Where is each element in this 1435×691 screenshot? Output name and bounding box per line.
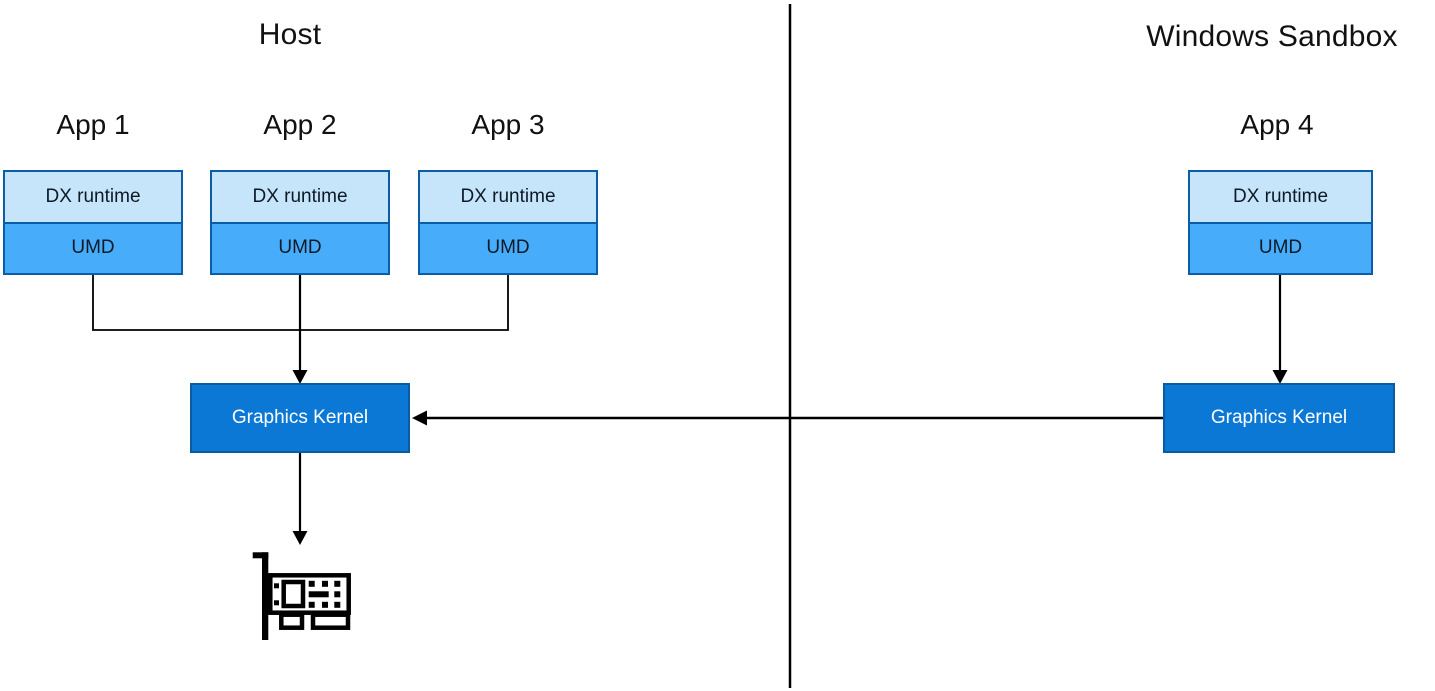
app-1-stack: DX runtime UMD xyxy=(3,170,183,275)
app-2-umd-box: UMD xyxy=(212,221,388,273)
app-3-label: App 3 xyxy=(471,109,545,140)
app-4-dx-runtime-box: DX runtime xyxy=(1190,172,1371,222)
app-4-label: App 4 xyxy=(1240,109,1314,140)
app-4-umd-box: UMD xyxy=(1190,221,1371,273)
app-3-dx-runtime-box: DX runtime xyxy=(420,172,596,222)
app-3-umd-box: UMD xyxy=(420,221,596,273)
arrow-apps-to-kernel-head xyxy=(292,370,308,384)
app-3-stack: DX runtime UMD xyxy=(418,170,598,275)
panel-title-windows-sandbox: Windows Sandbox xyxy=(1146,20,1398,53)
app-1-label: App 1 xyxy=(56,109,130,140)
host-graphics-kernel-box: Graphics Kernel xyxy=(190,383,410,453)
app-4-stack: DX runtime UMD xyxy=(1188,170,1373,275)
panel-title-host: Host xyxy=(258,18,322,51)
gpu-card-icon xyxy=(252,552,351,640)
arrow-kernel-to-gpu-head xyxy=(292,531,308,545)
app-2-dx-runtime-box: DX runtime xyxy=(212,172,388,222)
app-1-dx-runtime-box: DX runtime xyxy=(5,172,181,222)
sandbox-graphics-kernel-box: Graphics Kernel xyxy=(1163,383,1395,453)
arrow-app4-to-kernel-head xyxy=(1272,370,1288,384)
arrow-sandbox-kernel-to-host-kernel-head xyxy=(412,410,427,426)
app-2-stack: DX runtime UMD xyxy=(210,170,390,275)
app-2-label: App 2 xyxy=(263,109,337,140)
app-1-umd-box: UMD xyxy=(5,221,181,273)
